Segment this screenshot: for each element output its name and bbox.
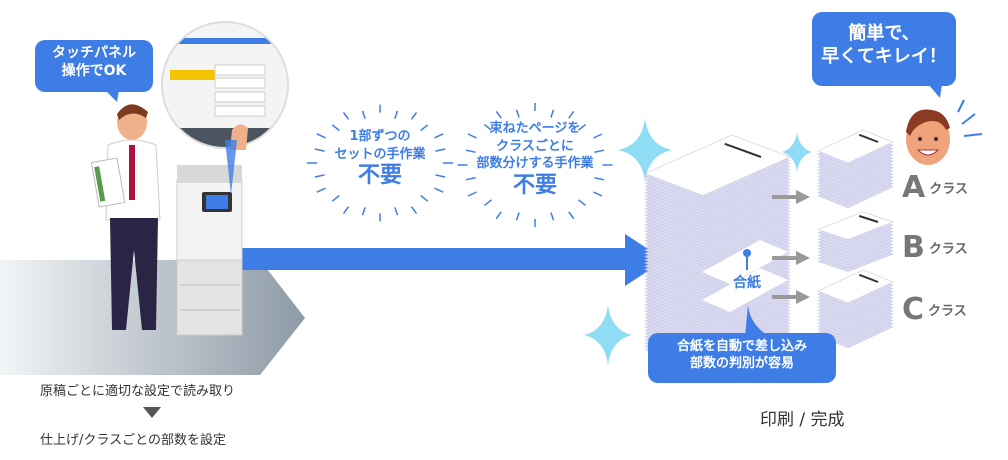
burst-line: セットの手作業 (334, 146, 426, 162)
divider-sheet (702, 240, 788, 284)
step-scan-caption: 原稿ごとに適切な設定で読み取り (40, 384, 236, 399)
burst-line (467, 191, 477, 197)
burst-line (495, 110, 502, 119)
burst-line (594, 177, 605, 181)
bubble-line: 簡単で、 (848, 23, 920, 44)
touch-panel-zoom (161, 21, 289, 150)
pointer-beam (225, 140, 237, 195)
burst-line (331, 194, 340, 202)
burst-line (483, 199, 492, 207)
burst-emphasis: 不要 (512, 172, 557, 198)
class-letter: C (902, 292, 925, 327)
divider-info-bubble: 合紙を自動で差し込み 部数の判別が容易 (648, 333, 836, 383)
burst-line (394, 110, 399, 119)
burst-line (410, 111, 418, 120)
divider-sheet-label: 合紙 (733, 275, 761, 291)
class-c-stack (817, 269, 894, 349)
burst-line (314, 148, 325, 152)
sort-arrow-icon (772, 251, 810, 265)
burst-line (594, 149, 605, 153)
burst-no-collation: 1部ずつの セットの手作業 不要 (305, 128, 455, 189)
sort-arrow-icon (772, 190, 810, 204)
bubble-line: 早くてキレイ！ (821, 46, 947, 68)
burst-line (515, 212, 520, 221)
burst-line (593, 133, 603, 139)
burst-line (361, 207, 366, 216)
burst-line (593, 191, 603, 197)
burst-no-sorting: 束ねたページを クラスごとに 部数分けする手作業 不要 (460, 120, 610, 199)
class-text: クラス (928, 242, 968, 257)
man-illustration (90, 104, 161, 330)
burst-line (434, 187, 444, 193)
bubble-line: 合紙を自動で差し込み (676, 339, 807, 354)
burst-line (342, 206, 350, 215)
result-speech-bubble: 簡単で、 早くてキレイ！ (812, 12, 956, 86)
burst-line (435, 148, 446, 152)
step-settings-caption: 仕上げ/クラスごとの部数を設定 (40, 433, 226, 448)
burst-line (467, 133, 477, 139)
class-text: クラス (928, 304, 967, 319)
burst-line (434, 133, 444, 139)
burst-line (316, 187, 326, 193)
bubble-line: 部数の判別が容易 (689, 355, 794, 371)
burst-line: 部数分けする手作業 (476, 156, 594, 172)
burst-line: 束ねたページを (489, 121, 581, 136)
burst-line (410, 206, 418, 215)
burst-line (316, 133, 326, 139)
result-caption: 印刷 / 完成 (760, 410, 845, 430)
burst-line (420, 194, 429, 202)
burst-line (568, 211, 575, 220)
burst-line (578, 199, 587, 207)
divider-sheet (702, 268, 788, 312)
divider-pointer-dot (743, 249, 751, 257)
burst-line (578, 123, 587, 131)
down-arrow-icon (143, 407, 161, 418)
burst-line (483, 123, 492, 131)
burst-line (515, 109, 520, 118)
burst-line (342, 111, 350, 120)
burst-line: クラスごとに (496, 138, 574, 154)
burst-line (465, 149, 476, 153)
burst-line (361, 110, 366, 119)
burst-line (394, 207, 399, 216)
happy-face-icon (906, 84, 983, 165)
bubble-tail (105, 90, 119, 102)
burst-line (495, 211, 502, 220)
sort-arrow-icon (772, 290, 810, 304)
burst-line (550, 212, 555, 221)
info-bubble-tail (745, 305, 770, 337)
burst-emphasis: 不要 (357, 163, 402, 189)
burst-line (420, 124, 429, 132)
burst-line (314, 174, 325, 178)
burst-line (550, 109, 555, 118)
class-letter: A (902, 170, 926, 205)
class-a-stack (817, 129, 894, 209)
touch-panel-speech-bubble: タッチパネル 操作でOK (35, 40, 153, 92)
class-text: クラス (929, 182, 968, 197)
burst-line (568, 110, 575, 119)
class-letter: B (902, 230, 925, 265)
class-b-stack (817, 211, 894, 272)
bubble-line: 操作でOK (61, 63, 127, 80)
burst-line (331, 124, 340, 132)
burst-line: 1部ずつの (349, 129, 411, 144)
bubble-line: タッチパネル (52, 45, 136, 61)
burst-line (465, 177, 476, 181)
burst-line (435, 174, 446, 178)
